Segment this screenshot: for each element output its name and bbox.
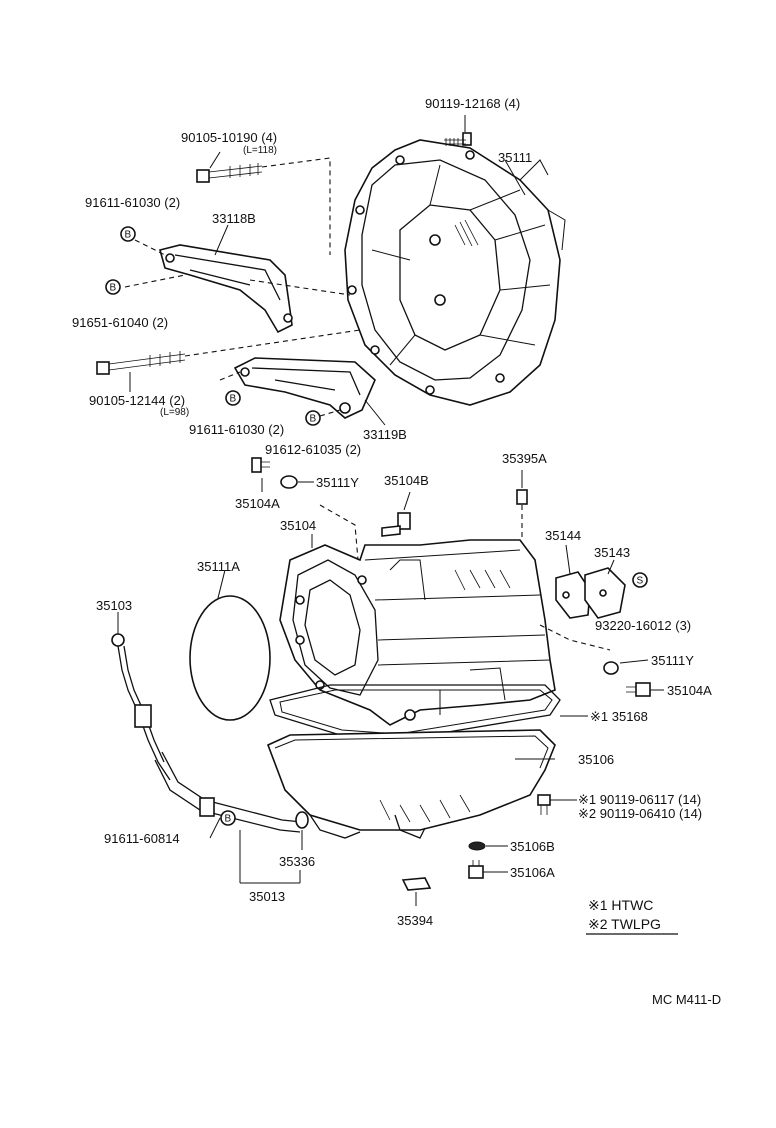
label-90119-06410: ※2 90119-06410 (14) <box>578 806 702 821</box>
plug-35104a-top <box>251 457 270 492</box>
dash-12144 <box>184 329 361 357</box>
marker-b-4: B <box>305 410 321 426</box>
label-35395a: 35395A <box>502 451 547 466</box>
o-ring-35111y-top <box>280 475 314 489</box>
label-91611-61030-a: 91611-61030 (2) <box>85 195 180 210</box>
breather-35395a <box>516 470 528 540</box>
marker-b-2: B <box>105 279 121 295</box>
pan-gasket-35168 <box>269 684 561 741</box>
label-35104a-right: 35104A <box>667 683 712 698</box>
marker-b-5: B <box>220 810 236 826</box>
label-90105-10190: 90105-10190 (4) <box>181 130 277 145</box>
leader-60814 <box>209 817 221 839</box>
label-35111: 35111 <box>498 150 532 165</box>
bolt-90119-06117 <box>537 794 577 815</box>
filler-tube-35013 <box>134 704 303 884</box>
svg-text:B: B <box>110 283 117 294</box>
label-33119b: 33119B <box>363 427 407 442</box>
leader-35111 <box>504 159 526 196</box>
label-35104b: 35104B <box>384 473 429 488</box>
label-35104: 35104 <box>280 518 316 533</box>
svg-text:B: B <box>225 814 232 825</box>
dash-bracket <box>249 279 351 296</box>
gasket-35111a <box>189 595 271 721</box>
svg-text:S: S <box>637 576 644 587</box>
svg-text:B: B <box>230 394 237 405</box>
label-35144: 35144 <box>545 528 581 543</box>
label-91611-60814: 91611-60814 <box>104 831 180 846</box>
label-35106: 35106 <box>578 752 614 767</box>
label-35111a: 35111A <box>197 559 240 574</box>
bracket-33118b <box>159 224 293 334</box>
washer-35106b <box>468 841 508 851</box>
legend: ※1 HTWC ※2 TWLPG <box>586 897 678 935</box>
marker-b-1: B <box>120 226 136 242</box>
label-91612-61035: 91612-61035 (2) <box>265 442 361 457</box>
label-90119-06117: ※1 90119-06117 (14) <box>578 792 701 807</box>
label-35143: 35143 <box>594 545 630 560</box>
label-35103: 35103 <box>96 598 132 613</box>
dash-10190 <box>261 157 331 255</box>
label-90105-12144-length: (L=98) <box>160 407 189 418</box>
label-33118b: 33118B <box>212 211 256 226</box>
dash-61035 <box>319 409 341 417</box>
svg-text:B: B <box>125 230 132 241</box>
dash-33119b <box>219 371 241 381</box>
plate-35143 <box>584 559 626 619</box>
label-35106a: 35106A <box>510 865 555 880</box>
dash-plates <box>539 624 611 651</box>
plate-35144 <box>555 544 591 619</box>
bracket-33119b <box>233 357 386 426</box>
transmission-case <box>279 534 556 726</box>
label-93220-16012: 93220-16012 (3) <box>595 618 691 633</box>
elbow-35104b <box>381 491 411 537</box>
marker-b-3: B <box>225 390 241 406</box>
drain-plug-35106a <box>468 860 508 879</box>
dash-61030a <box>134 239 166 256</box>
dash-61040 <box>124 274 186 288</box>
svg-text:B: B <box>310 414 317 425</box>
o-ring-35336 <box>295 811 309 829</box>
dash-35104 <box>319 504 359 561</box>
legend-line-1: ※1 HTWC <box>588 897 653 913</box>
bolt-90105-12144 <box>96 351 186 392</box>
label-35013: 35013 <box>249 889 285 904</box>
label-35394: 35394 <box>397 913 433 928</box>
label-35111y-top: 35111Y <box>316 475 359 490</box>
label-35168: ※1 35168 <box>590 709 648 724</box>
oil-pan-35106 <box>266 729 556 839</box>
label-35111y-right: 35111Y <box>651 653 694 668</box>
part-35394 <box>401 877 432 906</box>
leader-35111a <box>217 569 226 599</box>
bolt-90105-10190 <box>196 151 263 183</box>
label-35336: 35336 <box>279 854 315 869</box>
label-91651-61040: 91651-61040 (2) <box>72 315 168 330</box>
diagram-code: MC M411-D <box>652 992 721 1007</box>
label-35104a-top: 35104A <box>235 496 280 511</box>
label-35106b: 35106B <box>510 839 555 854</box>
legend-line-2: ※2 TWLPG <box>588 916 661 932</box>
marker-s: S <box>632 572 648 588</box>
label-90105-10190-length: (L=118) <box>243 145 277 156</box>
label-90105-12144: 90105-12144 (2) <box>89 393 185 408</box>
bolt-90119-12168 <box>444 115 472 146</box>
label-90119-12168: 90119-12168 (4) <box>425 96 520 111</box>
plug-35104a-right <box>626 682 664 697</box>
bell-housing <box>344 139 566 406</box>
label-91611-61030-b: 91611-61030 (2) <box>189 422 284 437</box>
dipstick-35103 <box>111 612 171 781</box>
o-ring-35111y-right <box>603 659 649 675</box>
